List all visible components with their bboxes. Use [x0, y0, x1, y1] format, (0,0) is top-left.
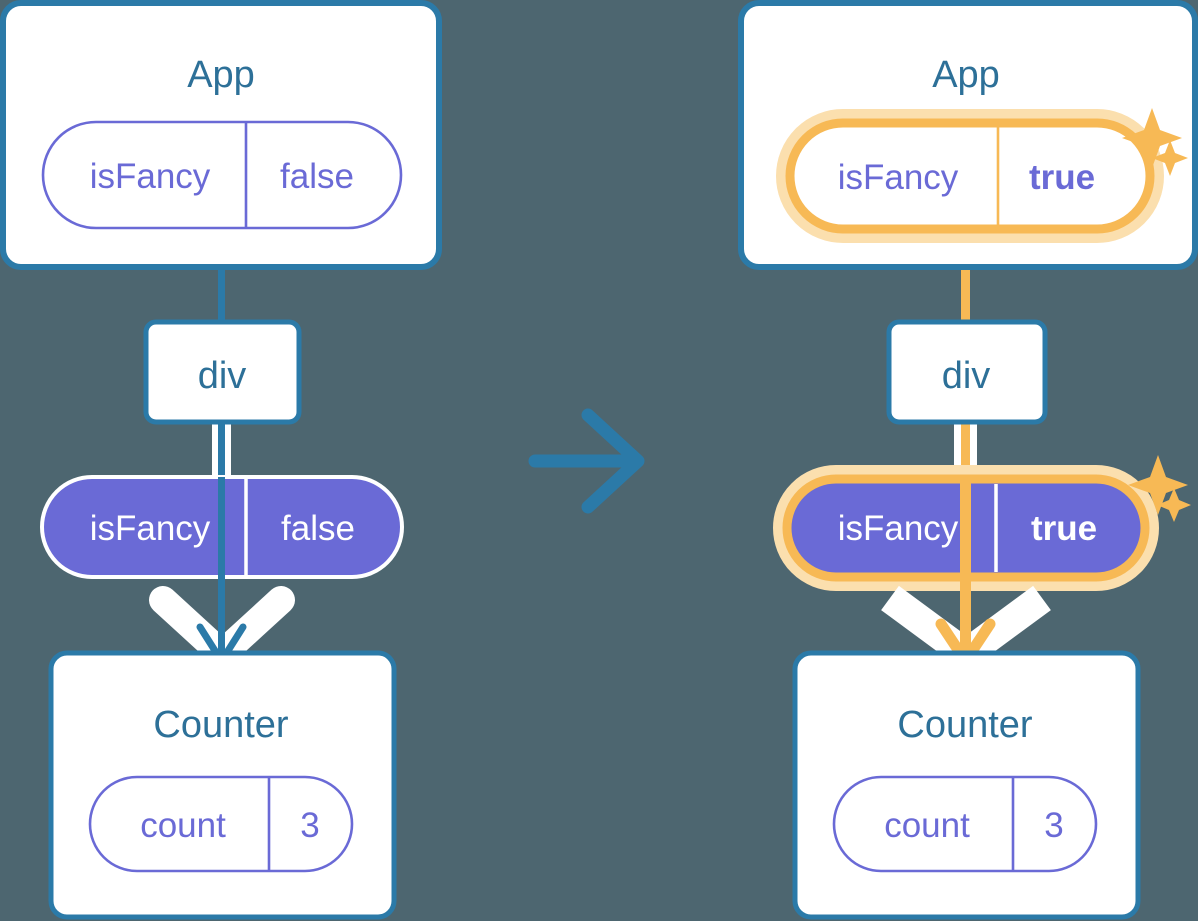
div-node-after: div	[886, 319, 1048, 425]
div-node-before: div	[143, 319, 302, 425]
connector-segment-div-to-pill	[218, 420, 225, 486]
pill-value-label: false	[280, 157, 354, 196]
sparkle-icon	[1128, 455, 1188, 515]
div-box-label: div	[198, 355, 247, 397]
pill-outline	[832, 775, 1098, 873]
blue-arrow-shaft	[218, 477, 225, 655]
div-box-label: div	[942, 355, 991, 397]
connector-segment-div-to-pill	[961, 420, 970, 486]
app-box-before: App isFancy false	[0, 0, 442, 270]
sparkle-icon-small	[1152, 140, 1188, 176]
pill-key-label: isFancy	[838, 158, 959, 197]
app-box-title: App	[932, 54, 1000, 96]
counter-state-pill-after: count 3	[832, 775, 1098, 873]
pill-highlight-glow	[776, 109, 1164, 243]
sparkles-app-after	[1122, 108, 1188, 176]
panel-after: App isFancy true div is	[738, 0, 1198, 920]
pill-outline	[41, 120, 403, 230]
div-box-outline	[143, 319, 302, 425]
connector-segment-app-to-div	[961, 232, 970, 324]
app-state-pill-before: isFancy false	[41, 120, 403, 230]
app-state-pill-after: isFancy true	[776, 109, 1164, 243]
app-box-title: App	[187, 54, 255, 96]
pill-key-label: isFancy	[90, 157, 211, 196]
pill-value-label: 3	[300, 806, 319, 845]
pill-key-label: isFancy	[90, 509, 211, 548]
pill-value-label: true	[1029, 158, 1095, 197]
sparkle-icon	[1122, 108, 1182, 168]
counter-box-after: Counter count 3	[792, 650, 1141, 920]
orange-arrow-shaft	[960, 479, 971, 657]
counter-box-title: Counter	[897, 704, 1033, 746]
div-box-outline	[886, 319, 1048, 425]
pill-key-label: isFancy	[838, 509, 959, 548]
sparkle-icon-small	[1157, 488, 1191, 522]
sparkles-prop-after	[1128, 455, 1191, 522]
pill-value-label: true	[1031, 509, 1097, 548]
transition-arrow	[528, 408, 645, 514]
counter-box-title: Counter	[153, 704, 289, 746]
panel-before: App isFancy false div isFancy false	[0, 0, 442, 920]
pill-key-label: count	[140, 806, 226, 845]
pill-value-label: 3	[1044, 806, 1063, 845]
counter-state-pill-before: count 3	[88, 775, 354, 873]
pill-highlight-ring	[785, 118, 1155, 234]
arrow-right-icon	[528, 408, 645, 514]
counter-box-before: Counter count 3	[48, 650, 397, 920]
app-box-after: App isFancy true	[738, 0, 1198, 270]
connector-segment-app-to-div	[218, 262, 225, 324]
pill-value-label: false	[281, 509, 355, 548]
pill-outline	[88, 775, 354, 873]
pill-key-label: count	[884, 806, 970, 845]
